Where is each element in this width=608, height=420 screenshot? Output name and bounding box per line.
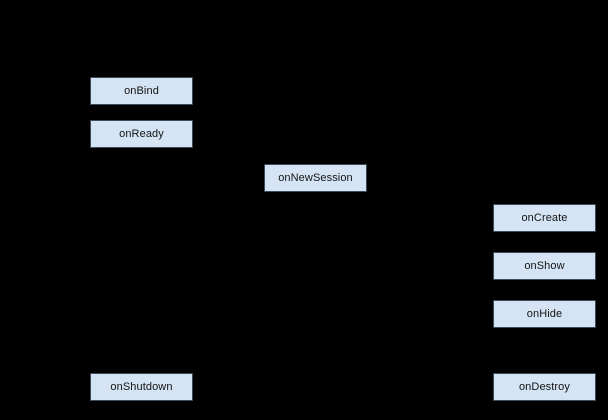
edge-arrow-onready [137,112,146,122]
edge-arrow-onhide [540,292,549,302]
node-label-onhide: onHide [526,307,563,320]
node-label-onnewsession: onNewSession [278,171,353,184]
node-label-onshutdown: onShutdown [110,380,173,393]
node-onshutdown[interactable]: onShutdown [90,373,193,401]
node-label-onready: onReady [119,127,164,140]
edge-arrow-onnewsession [256,173,266,183]
node-label-ondestroy: onDestroy [518,380,571,393]
edge-arrow-onshow [540,244,549,254]
edge-onnewsession-oncreate [367,177,488,219]
node-onnewsession[interactable]: onNewSession [264,164,367,192]
edge-onready-onnewsession [141,148,259,179]
edge-arrow-ondestroy [540,365,549,375]
node-oncreate[interactable]: onCreate [493,204,596,232]
node-onready[interactable]: onReady [90,120,193,148]
edge-arrow-onshutdown [191,382,201,392]
node-ondestroy[interactable]: onDestroy [493,373,596,401]
node-label-oncreate: onCreate [521,211,568,224]
node-onbind[interactable]: onBind [90,77,193,105]
node-onhide[interactable]: onHide [493,300,596,328]
edge-arrow-oncreate [485,213,495,223]
node-label-onbind: onBind [124,84,159,97]
node-label-onshow: onShow [524,259,565,272]
node-onshow[interactable]: onShow [493,252,596,280]
